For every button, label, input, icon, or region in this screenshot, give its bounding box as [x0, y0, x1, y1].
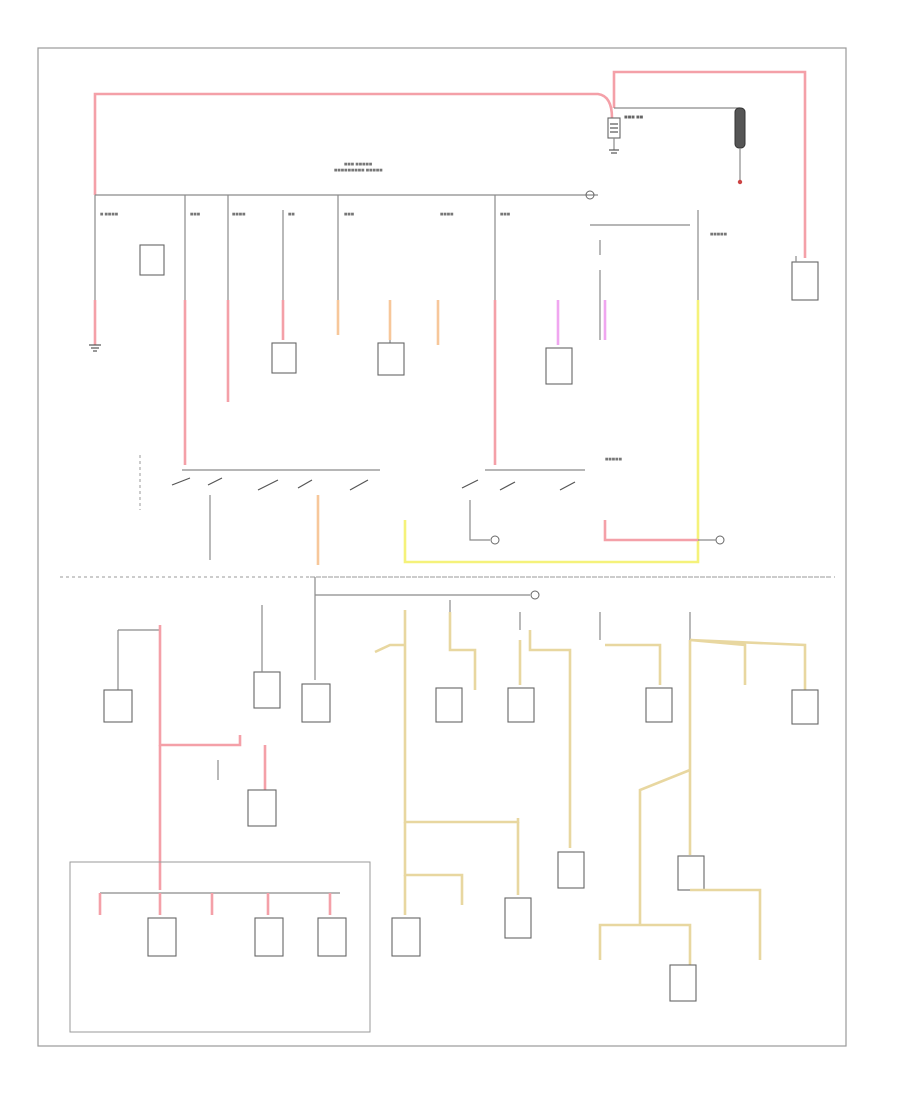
svg-text:■ ■■■■: ■ ■■■■ [100, 212, 119, 216]
svg-text:■■■■■: ■■■■■ [710, 232, 728, 236]
svg-text:■■■: ■■■ [344, 212, 355, 216]
svg-text:■■■ ■■■■■: ■■■ ■■■■■ [344, 162, 373, 166]
fusible-link-icon [734, 107, 746, 185]
svg-text:■■■■: ■■■■ [232, 212, 246, 216]
switch-contact-icon [171, 477, 576, 491]
svg-text:■■: ■■ [288, 212, 295, 216]
connector-icon [585, 190, 595, 200]
battery-icon [607, 117, 621, 154]
svg-text:■■■: ■■■ [500, 212, 511, 216]
diagram-border [37, 47, 847, 1047]
svg-text:■■■■■■■■■ ■■■■■: ■■■■■■■■■ ■■■■■ [334, 168, 383, 172]
ground-icon [89, 344, 101, 352]
svg-text:■■■: ■■■ [190, 212, 201, 216]
battery-feed-wire [93, 92, 614, 195]
svg-text:■■■■: ■■■■ [440, 212, 454, 216]
starter-feed-wire [612, 70, 807, 258]
svg-text:■■■ ■■: ■■■ ■■ [624, 114, 644, 119]
svg-text:■■■■■: ■■■■■ [605, 457, 623, 461]
starter-component [791, 256, 819, 301]
module-1 [139, 244, 165, 276]
